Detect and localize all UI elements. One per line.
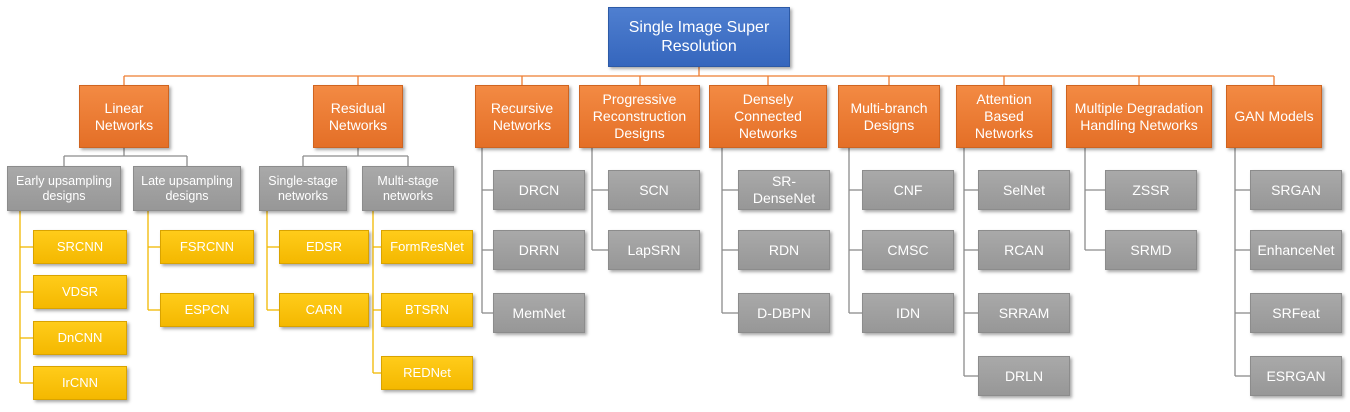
category-multi-branch-designs: Multi-branch Designs — [838, 85, 940, 148]
model-srcnn: SRCNN — [33, 230, 127, 264]
category-recursive-networks: Recursive Networks — [475, 85, 569, 148]
category-densely-connected-networks: Densely Connected Networks — [709, 85, 827, 148]
model-espcn: ESPCN — [160, 293, 254, 327]
model-ircnn: IrCNN — [33, 366, 127, 400]
model-rednet: REDNet — [381, 356, 473, 390]
model-idn: IDN — [862, 293, 954, 333]
model-srfeat: SRFeat — [1250, 293, 1342, 333]
model-dncnn: DnCNN — [33, 321, 127, 355]
model-rcan: RCAN — [978, 230, 1070, 270]
subgroup-single-stage-networks: Single-stage networks — [259, 166, 347, 211]
model-vdsr: VDSR — [33, 275, 127, 309]
model-scn: SCN — [608, 170, 700, 210]
category-attention-based-networks: Attention Based Networks — [956, 85, 1052, 148]
model-fsrcnn: FSRCNN — [160, 230, 254, 264]
model-memnet: MemNet — [493, 293, 585, 333]
subgroup-multi-stage-networks: Multi-stage networks — [362, 166, 454, 211]
model-formresnet: FormResNet — [381, 230, 473, 264]
model-enhancenet: EnhanceNet — [1250, 230, 1342, 270]
model-edsr: EDSR — [279, 230, 369, 264]
model-drrn: DRRN — [493, 230, 585, 270]
model-drcn: DRCN — [493, 170, 585, 210]
model-cmsc: CMSC — [862, 230, 954, 270]
model-rdn: RDN — [738, 230, 830, 270]
category-linear-networks: Linear Networks — [79, 85, 169, 148]
category-multiple-degradation-handling-networks: Multiple Degradation Handling Networks — [1066, 85, 1212, 148]
model-srram: SRRAM — [978, 293, 1070, 333]
category-residual-networks: Residual Networks — [313, 85, 403, 148]
model-esrgan: ESRGAN — [1250, 356, 1342, 396]
model-srgan: SRGAN — [1250, 170, 1342, 210]
model-btsrn: BTSRN — [381, 293, 473, 327]
model-srmd: SRMD — [1105, 230, 1197, 270]
subgroup-late-upsampling-designs: Late upsampling designs — [133, 166, 241, 211]
model-d-dbpn: D-DBPN — [738, 293, 830, 333]
model-lapsrn: LapSRN — [608, 230, 700, 270]
model-cnf: CNF — [862, 170, 954, 210]
model-zssr: ZSSR — [1105, 170, 1197, 210]
model-drln: DRLN — [978, 356, 1070, 396]
category-progressive-reconstruction-designs: Progressive Reconstruction Designs — [579, 85, 700, 148]
root-node: Single Image Super Resolution — [608, 7, 790, 67]
model-sr-densenet: SR-DenseNet — [738, 170, 830, 210]
model-selnet: SelNet — [978, 170, 1070, 210]
model-carn: CARN — [279, 293, 369, 327]
category-gan-models: GAN Models — [1226, 85, 1322, 148]
subgroup-early-upsampling-designs: Early upsampling designs — [7, 166, 121, 211]
